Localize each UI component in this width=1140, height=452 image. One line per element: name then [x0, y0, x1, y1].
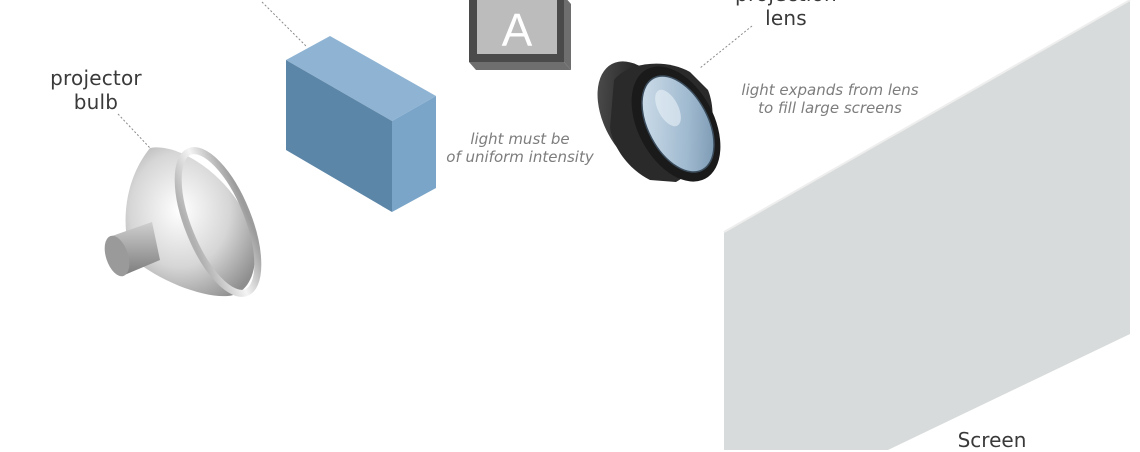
slide-letter: A	[502, 4, 533, 56]
slide-bottom-edge	[469, 62, 571, 70]
light-expands-note: light expands from lens to fill large sc…	[734, 81, 926, 117]
screen-face	[724, 0, 1130, 450]
bulb-neck-cap	[104, 235, 130, 277]
bulb-rim	[174, 147, 262, 297]
lens-label-line-2: lens	[765, 6, 807, 30]
expand-note-line-2: to fill large screens	[758, 99, 902, 117]
condenser-box-top	[286, 36, 436, 121]
slide-shadow-edge	[564, 0, 571, 70]
lens-glass-highlight	[655, 89, 681, 127]
bulb-icon	[104, 147, 262, 297]
bulb-reflector	[125, 147, 256, 297]
bulb-leader-line	[117, 113, 151, 149]
screen-label: Screen	[957, 428, 1027, 452]
lens-leader-line	[699, 25, 753, 69]
uniform-note-line-2: of uniform intensity	[446, 148, 594, 166]
lens-label: projection lens	[728, 0, 844, 30]
uniform-intensity-note: light must be of uniform intensity	[440, 130, 600, 166]
expand-note-line-1: light expands from lens	[741, 81, 919, 99]
condenser-box	[286, 36, 436, 212]
condenser-box-side	[392, 96, 436, 212]
bulb-label-line-2: bulb	[73, 90, 119, 114]
slide: A	[469, 0, 571, 70]
bulb-label: projector bulb	[48, 66, 144, 114]
screen-top-edge	[723, 0, 1131, 233]
projection-screen	[723, 0, 1131, 450]
lens-icon	[597, 61, 721, 183]
bulb-label-line-1: projector	[50, 66, 142, 90]
uniform-note-line-1: light must be	[470, 130, 570, 148]
lens-label-line-1: projection	[728, 0, 844, 6]
condenser-box-front	[286, 60, 392, 212]
slide-face	[477, 0, 557, 54]
box-leader-line	[261, 1, 307, 47]
